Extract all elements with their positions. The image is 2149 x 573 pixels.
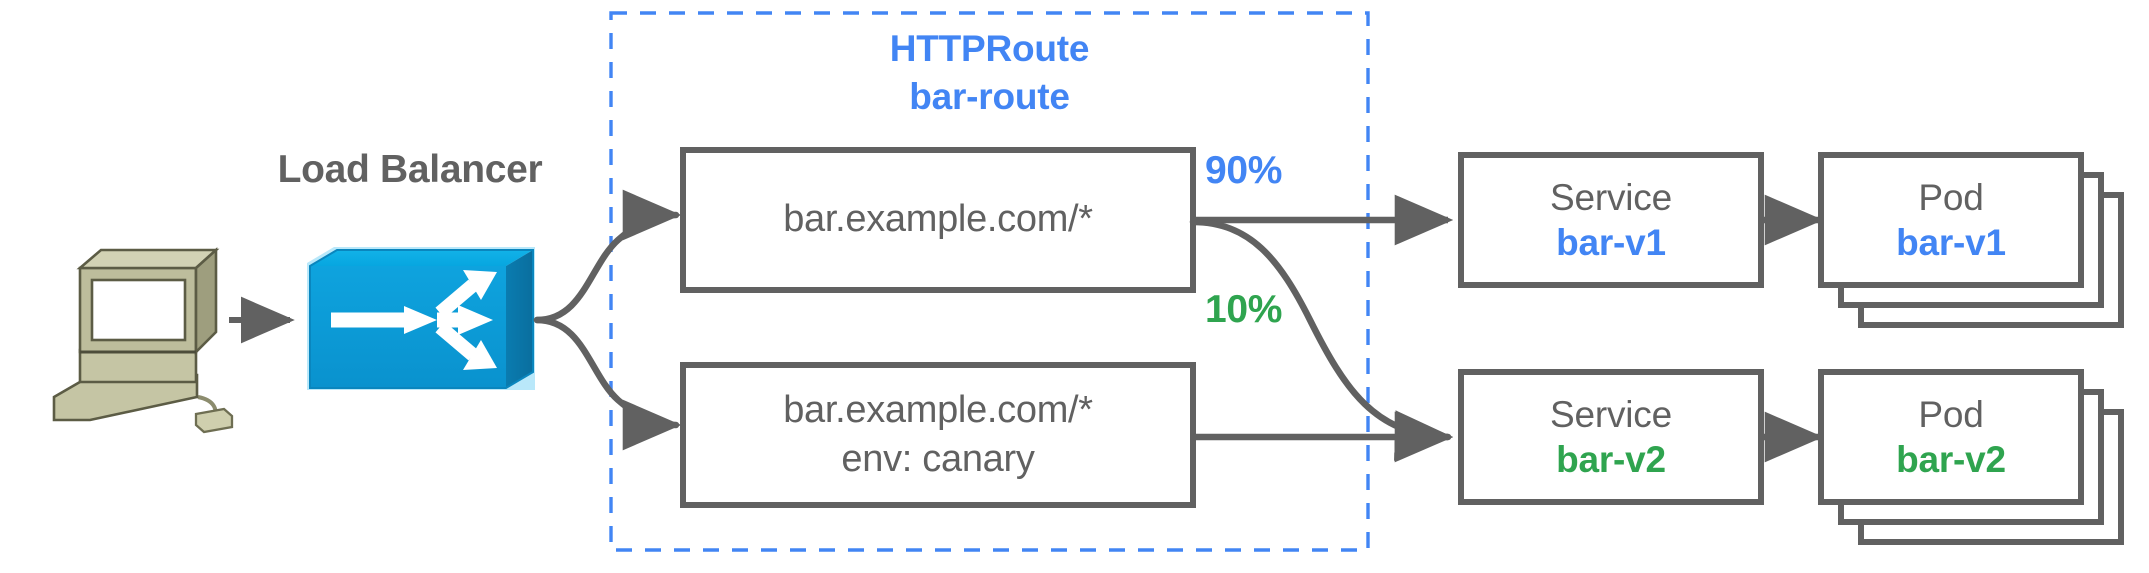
- pod-box-v2: [1818, 369, 2084, 505]
- pod-stack-v1[interactable]: [1818, 152, 2124, 328]
- service-box-v2[interactable]: [1458, 369, 1764, 505]
- pod-box-v1: [1818, 152, 2084, 288]
- arrow-lb-to-route-primary: [533, 189, 682, 324]
- load-balancer-switch-icon: [307, 247, 535, 390]
- service-box-v1[interactable]: [1458, 152, 1764, 288]
- route-box-primary[interactable]: [680, 147, 1196, 293]
- arrow-route-primary-to-service-v2: [1189, 218, 1454, 461]
- pod-stack-v2[interactable]: [1818, 369, 2124, 545]
- httproute-boundary: [609, 11, 1370, 552]
- arrow-lb-to-route-canary: [533, 316, 682, 451]
- workstation-icon: [52, 247, 234, 434]
- route-box-canary[interactable]: [680, 362, 1196, 508]
